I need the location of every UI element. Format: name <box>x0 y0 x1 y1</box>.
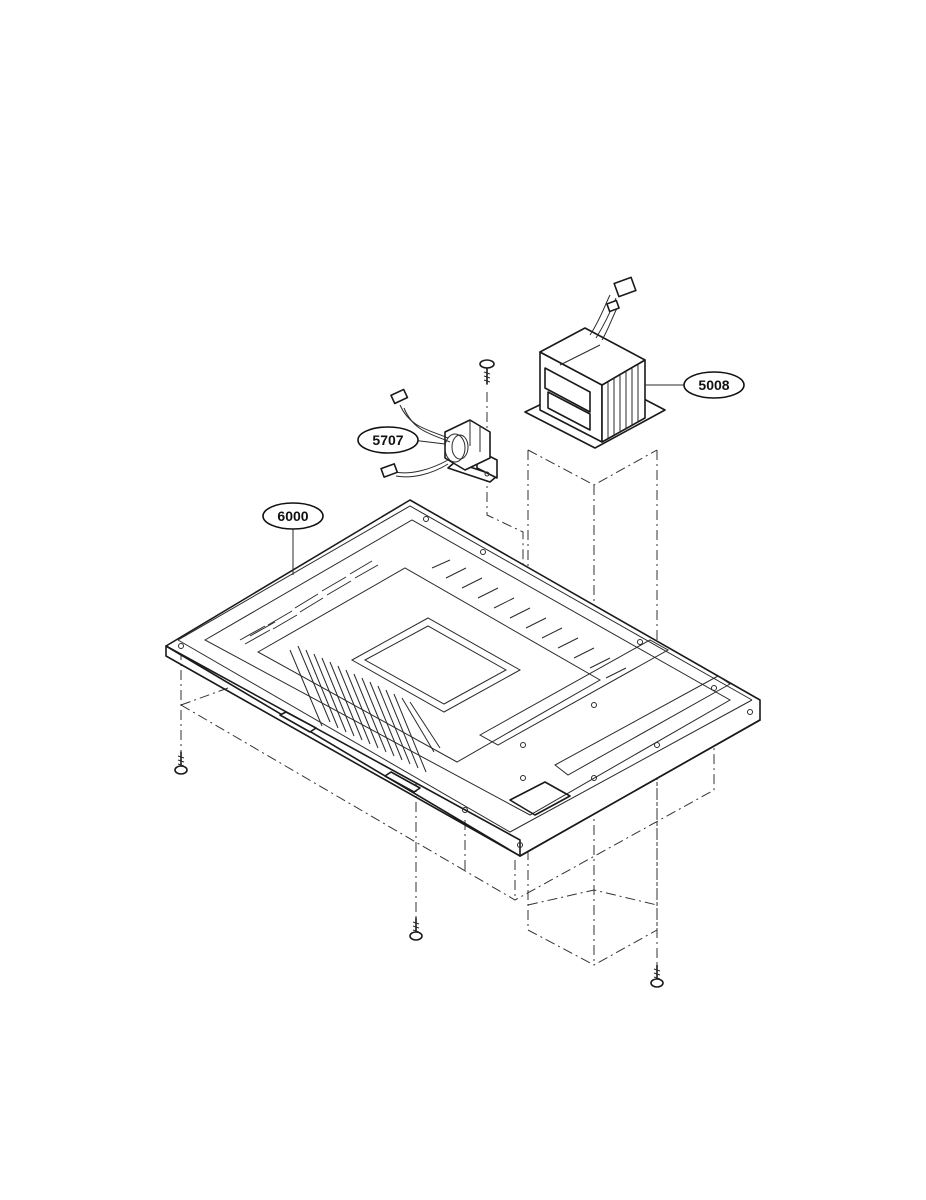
callout-5707: 5707 <box>357 426 419 454</box>
screw-front <box>409 917 423 941</box>
callout-6000-label: 6000 <box>277 508 308 524</box>
callout-5707-label: 5707 <box>372 432 403 448</box>
base-plate <box>165 499 761 857</box>
callout-5008: 5008 <box>683 371 745 399</box>
screw-top <box>479 359 495 385</box>
screw-right <box>650 964 664 988</box>
callout-6000: 6000 <box>262 502 324 530</box>
low-voltage-transformer <box>380 388 498 483</box>
screw-left <box>174 751 188 775</box>
high-voltage-transformer <box>524 276 688 449</box>
callout-5008-label: 5008 <box>698 377 729 393</box>
